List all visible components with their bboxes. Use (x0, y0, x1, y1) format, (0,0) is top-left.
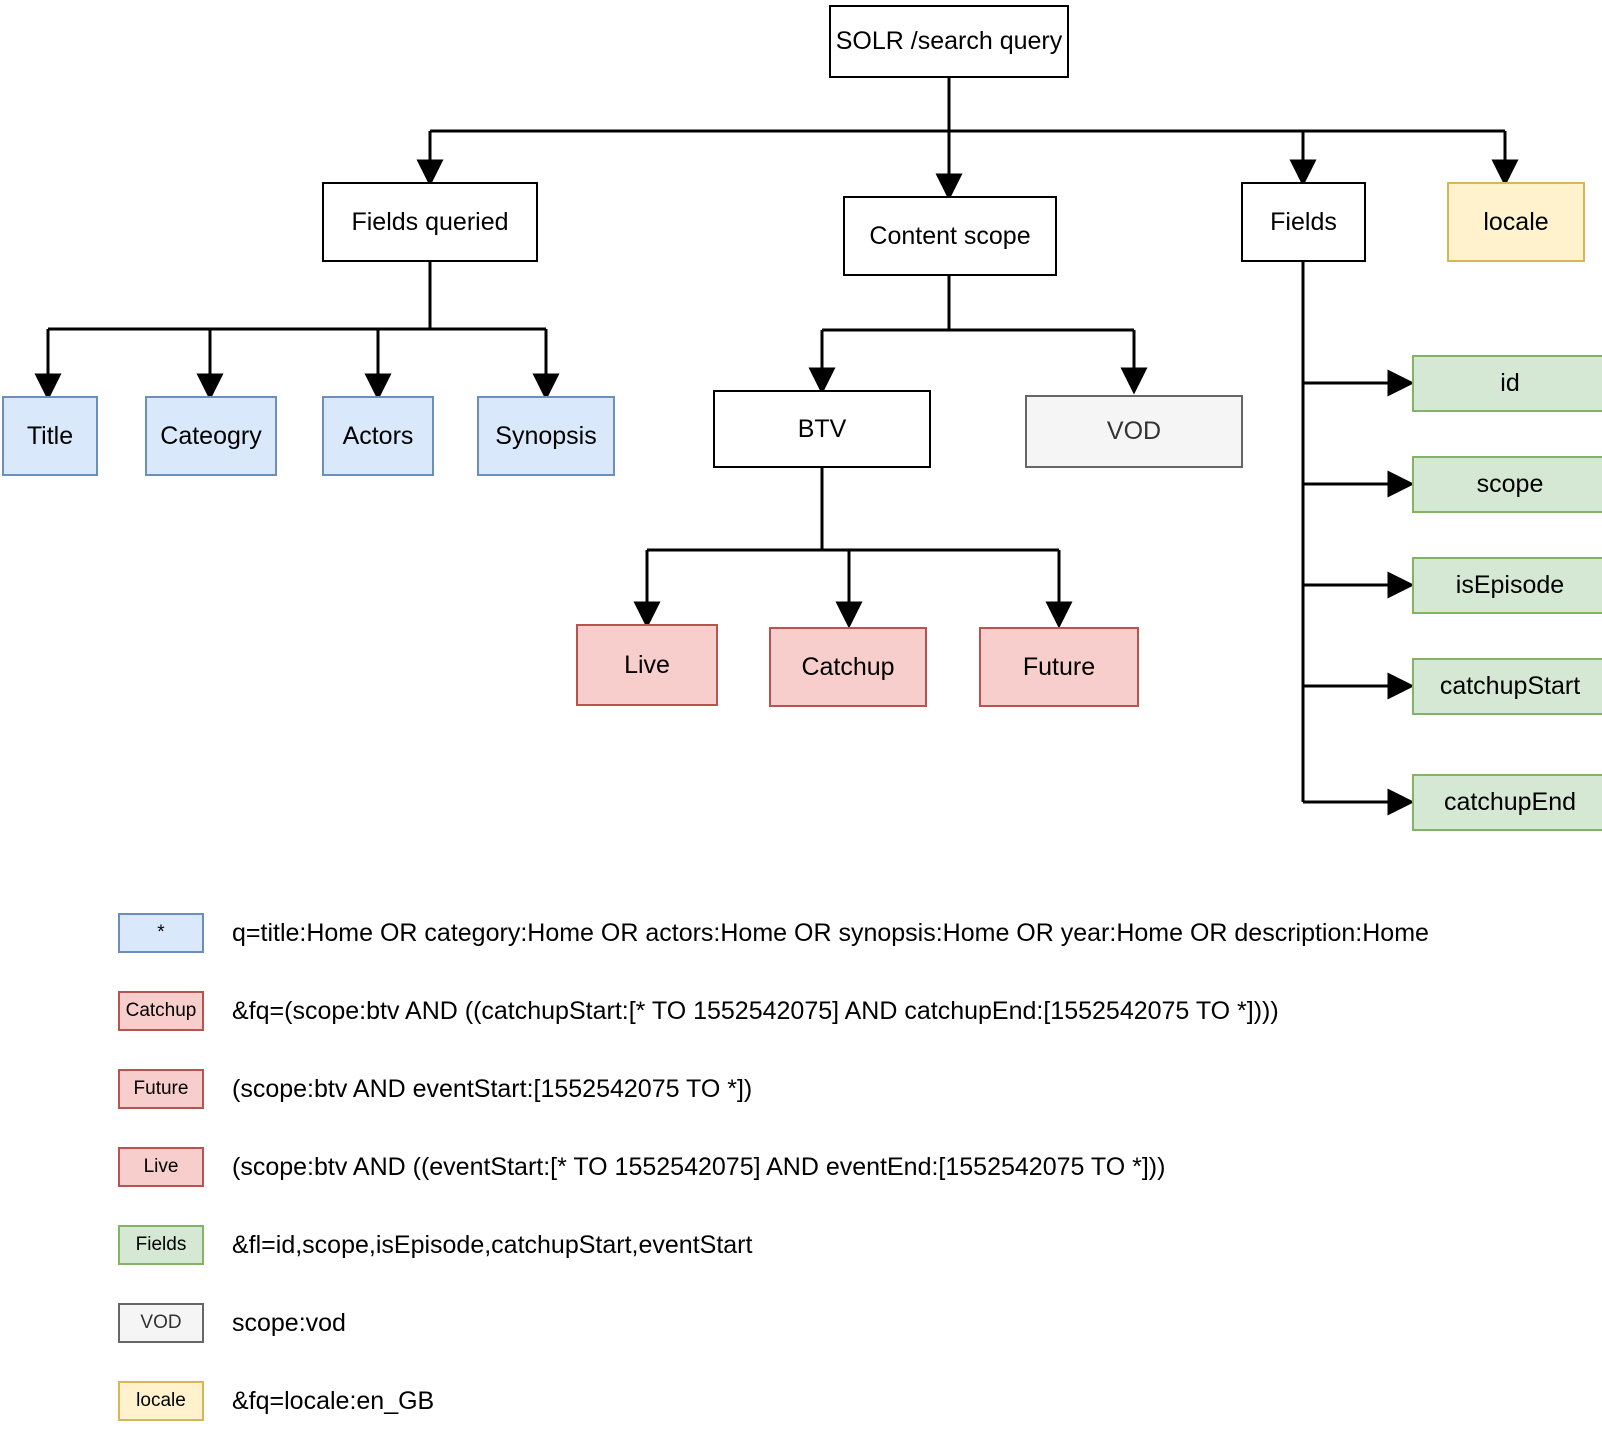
legend-chip-label: Catchup (125, 1000, 197, 1021)
node-catchup[interactable]: Catchup (769, 627, 927, 707)
node-catchupend[interactable]: catchupEnd (1412, 774, 1602, 831)
node-fields[interactable]: Fields (1241, 182, 1366, 262)
node-actors-label: Actors (342, 421, 414, 450)
legend-text-query: q=title:Home OR category:Home OR actors:… (232, 918, 1429, 947)
legend-row: Fields &fl=id,scope,isEpisode,catchupSta… (118, 1206, 1538, 1284)
legend-chip-future: Future (118, 1069, 204, 1109)
node-id-label: id (1500, 369, 1520, 398)
legend-text-vod: scope:vod (232, 1308, 346, 1337)
node-scope-label: scope (1476, 470, 1544, 499)
legend-row: Future (scope:btv AND eventStart:[155254… (118, 1050, 1538, 1128)
legend-chip-blue: * (118, 913, 204, 953)
legend-row: Catchup &fq=(scope:btv AND ((catchupStar… (118, 972, 1538, 1050)
node-synopsis[interactable]: Synopsis (477, 396, 615, 476)
legend-chip-label: locale (136, 1390, 186, 1411)
node-actors[interactable]: Actors (322, 396, 434, 476)
node-live-label: Live (624, 650, 670, 679)
node-fields-label: Fields (1270, 207, 1337, 236)
legend-text-live: (scope:btv AND ((eventStart:[* TO 155254… (232, 1152, 1166, 1181)
legend-row: VOD scope:vod (118, 1284, 1538, 1362)
legend-chip-label: Live (143, 1156, 179, 1177)
legend-chip-vod: VOD (118, 1303, 204, 1343)
node-content-scope-label: Content scope (869, 221, 1031, 250)
legend-text-future: (scope:btv AND eventStart:[1552542075 TO… (232, 1074, 753, 1103)
node-fields-queried[interactable]: Fields queried (322, 182, 538, 262)
node-future-label: Future (1022, 652, 1096, 681)
node-fields-queried-label: Fields queried (351, 207, 509, 236)
legend-text-locale: &fq=locale:en_GB (232, 1386, 435, 1415)
node-isepisode-label: isEpisode (1455, 571, 1565, 600)
node-locale[interactable]: locale (1447, 182, 1585, 262)
legend-row: * q=title:Home OR category:Home OR actor… (118, 894, 1538, 972)
node-catchupstart[interactable]: catchupStart (1412, 658, 1602, 715)
node-live[interactable]: Live (576, 624, 718, 706)
node-content-scope[interactable]: Content scope (843, 196, 1057, 276)
legend: * q=title:Home OR category:Home OR actor… (118, 894, 1538, 1436)
node-btv-label: BTV (797, 414, 847, 443)
node-catchupstart-label: catchupStart (1439, 672, 1581, 701)
node-title[interactable]: Title (2, 396, 98, 476)
node-category-label: Cateogry (160, 421, 262, 450)
legend-row: locale &fq=locale:en_GB (118, 1362, 1538, 1436)
node-title-label: Title (26, 421, 74, 450)
node-id[interactable]: id (1412, 355, 1602, 412)
legend-chip-label: * (157, 922, 165, 943)
node-vod[interactable]: VOD (1025, 395, 1243, 468)
node-btv[interactable]: BTV (713, 390, 931, 468)
node-category[interactable]: Cateogry (145, 396, 277, 476)
legend-chip-live: Live (118, 1147, 204, 1187)
legend-row: Live (scope:btv AND ((eventStart:[* TO 1… (118, 1128, 1538, 1206)
node-vod-label: VOD (1106, 417, 1162, 446)
node-root[interactable]: SOLR /search query (829, 5, 1069, 78)
node-future[interactable]: Future (979, 627, 1139, 707)
node-synopsis-label: Synopsis (495, 421, 597, 450)
node-root-label: SOLR /search query (835, 27, 1063, 56)
node-catchup-label: Catchup (801, 652, 895, 681)
node-locale-label: locale (1483, 207, 1549, 236)
legend-chip-label: VOD (140, 1312, 182, 1333)
legend-chip-label: Future (133, 1078, 189, 1099)
legend-text-catchup: &fq=(scope:btv AND ((catchupStart:[* TO … (232, 996, 1279, 1025)
legend-chip-label: Fields (135, 1234, 187, 1255)
legend-text-fields: &fl=id,scope,isEpisode,catchupStart,even… (232, 1230, 753, 1259)
legend-chip-catchup: Catchup (118, 991, 204, 1031)
legend-chip-fields: Fields (118, 1225, 204, 1265)
node-scope[interactable]: scope (1412, 456, 1602, 513)
legend-chip-locale: locale (118, 1381, 204, 1421)
node-isepisode[interactable]: isEpisode (1412, 557, 1602, 614)
node-catchupend-label: catchupEnd (1443, 788, 1577, 817)
